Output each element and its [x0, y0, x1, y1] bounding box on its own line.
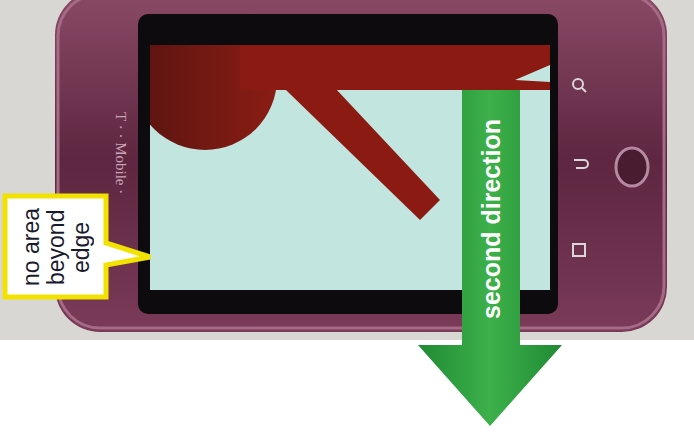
arrow-outline: [418, 90, 562, 426]
home-button: [616, 148, 648, 186]
direction-arrow: second direction: [418, 90, 562, 428]
phone-body: [55, 0, 667, 332]
arrow-label: second direction: [462, 96, 520, 341]
brand-logo: T · · Mobile ·: [112, 112, 129, 194]
callout-outline: [5, 196, 150, 297]
figure-arm: [255, 45, 440, 220]
figure-gap: [515, 65, 550, 82]
callout-text: no area beyond edge: [10, 201, 102, 293]
phone-rim: [58, 0, 664, 328]
phone-keys: [573, 79, 588, 256]
callout-box: no area beyond edge: [2, 193, 110, 301]
